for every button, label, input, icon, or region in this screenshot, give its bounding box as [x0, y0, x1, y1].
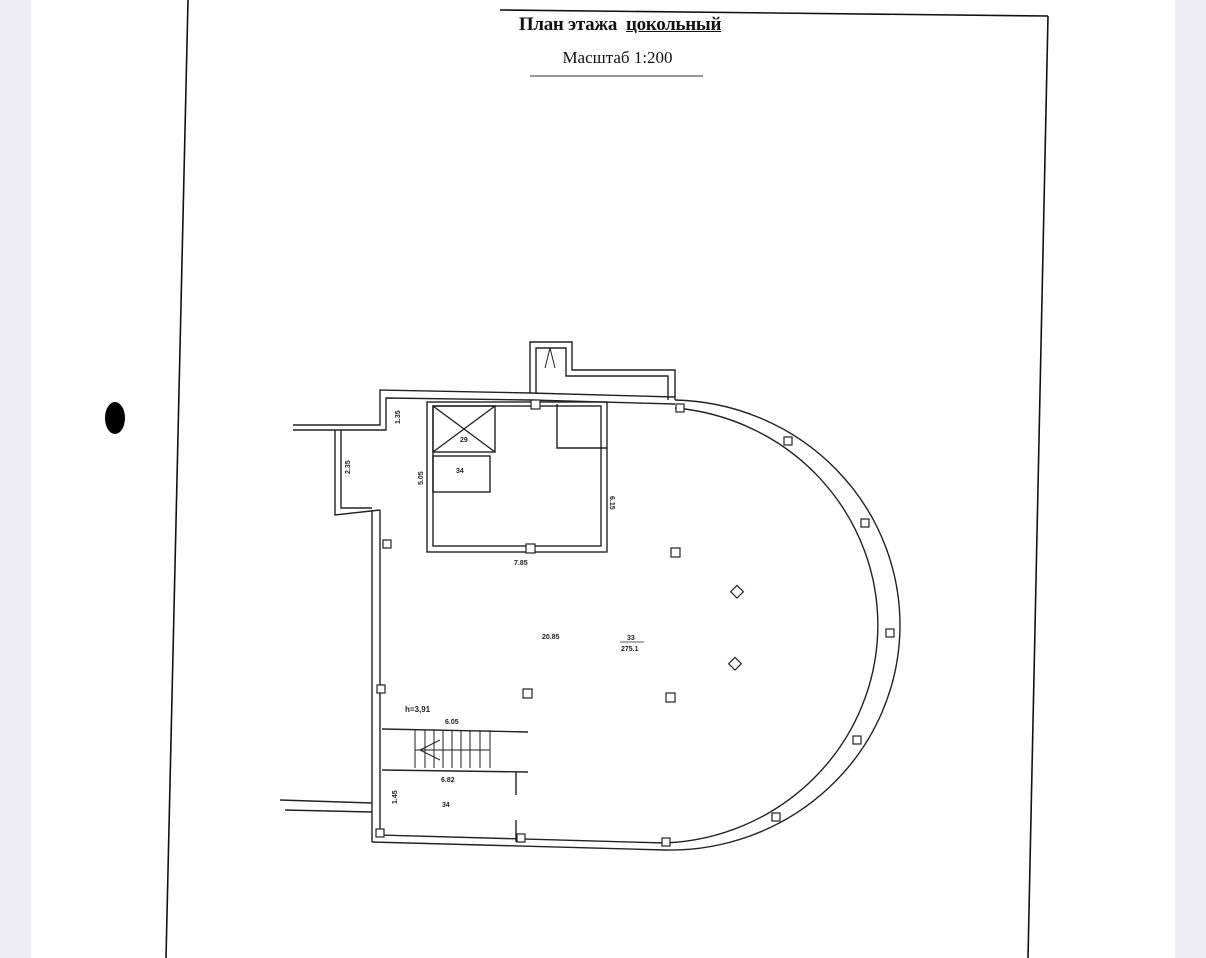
title-prefix: План этажа [518, 14, 618, 35]
main-room-number: 33 [627, 635, 635, 642]
punch-hole-mark [105, 402, 125, 434]
dim-core-bottom: 7.85 [514, 560, 528, 567]
scanned-sheet-border [165, 0, 1049, 958]
plan-title: План этажа цокольный [500, 14, 740, 36]
viewer-right-margin [1175, 0, 1206, 958]
stair-dim-top: 6.05 [445, 719, 459, 726]
room-elevator-number: 29 [460, 437, 468, 444]
dim-top-left: 1.35 [395, 410, 402, 424]
main-dimension: 20.85 [542, 634, 560, 641]
columns [375, 399, 895, 847]
dim-core-right: 6.15 [608, 496, 615, 510]
dim-bottom-left: 1.45 [392, 790, 399, 804]
viewer-left-margin [0, 0, 31, 958]
walls [279, 341, 901, 851]
room-bottom-number: 34 [442, 802, 450, 809]
plan-labels: 1.35 2.35 5.05 6.15 7.85 29 34 20.85 33 … [345, 410, 644, 809]
stair-dim-bottom: 6.82 [441, 777, 455, 784]
ceiling-height: h=3,91 [405, 705, 431, 714]
document-page [31, 0, 1175, 958]
room-small-number: 34 [456, 468, 464, 475]
dim-core-left: 5.05 [418, 471, 425, 485]
title-floor: цокольный [625, 14, 722, 35]
main-room-area: 275.1 [621, 646, 639, 653]
dim-left-corridor: 2.35 [345, 460, 352, 474]
plan-scale: Масштаб 1:200 [562, 48, 673, 67]
